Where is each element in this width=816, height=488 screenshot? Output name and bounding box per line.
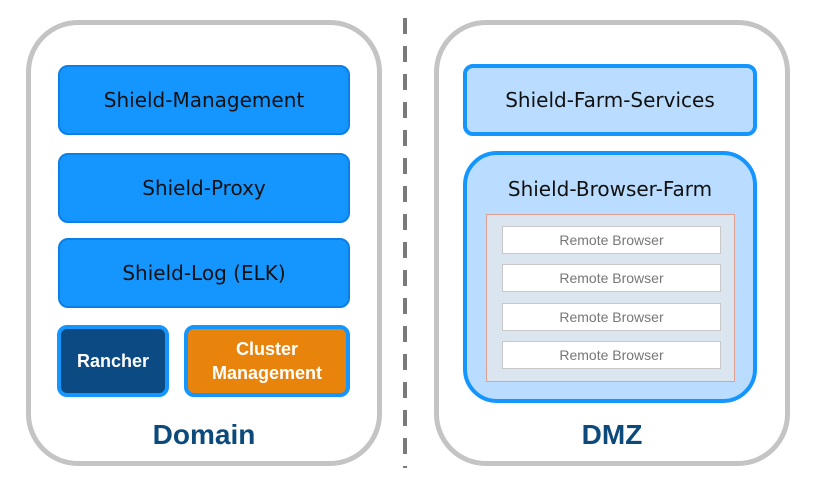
remote-browser-pool: Remote Browser Remote Browser Remote Bro… (486, 214, 735, 382)
zone-divider (403, 18, 407, 468)
domain-zone-label: Domain (152, 419, 256, 450)
shield-farm-services-label: Shield-Farm-Services (505, 88, 715, 112)
cluster-management-label: Cluster Management (211, 339, 323, 383)
dmz-zone-label: DMZ (581, 419, 643, 450)
remote-browser-item: Remote Browser (502, 341, 721, 369)
shield-proxy-label: Shield-Proxy (142, 176, 266, 200)
remote-browser-item: Remote Browser (502, 226, 721, 254)
shield-farm-services-box: Shield-Farm-Services (463, 64, 757, 136)
shield-log-box: Shield-Log (ELK) (58, 238, 350, 308)
shield-management-label: Shield-Management (103, 88, 305, 112)
rancher-box: Rancher (57, 325, 169, 397)
cluster-management-box: Cluster Management (184, 325, 350, 397)
shield-proxy-box: Shield-Proxy (58, 153, 350, 223)
shield-browser-farm-title: Shield-Browser-Farm (507, 177, 713, 201)
rancher-label: Rancher (76, 350, 150, 371)
shield-log-label: Shield-Log (ELK) (122, 261, 286, 285)
remote-browser-item: Remote Browser (502, 264, 721, 292)
shield-browser-farm-box: Shield-Browser-Farm Remote Browser Remot… (463, 151, 757, 403)
remote-browser-item: Remote Browser (502, 303, 721, 331)
shield-management-box: Shield-Management (58, 65, 350, 135)
